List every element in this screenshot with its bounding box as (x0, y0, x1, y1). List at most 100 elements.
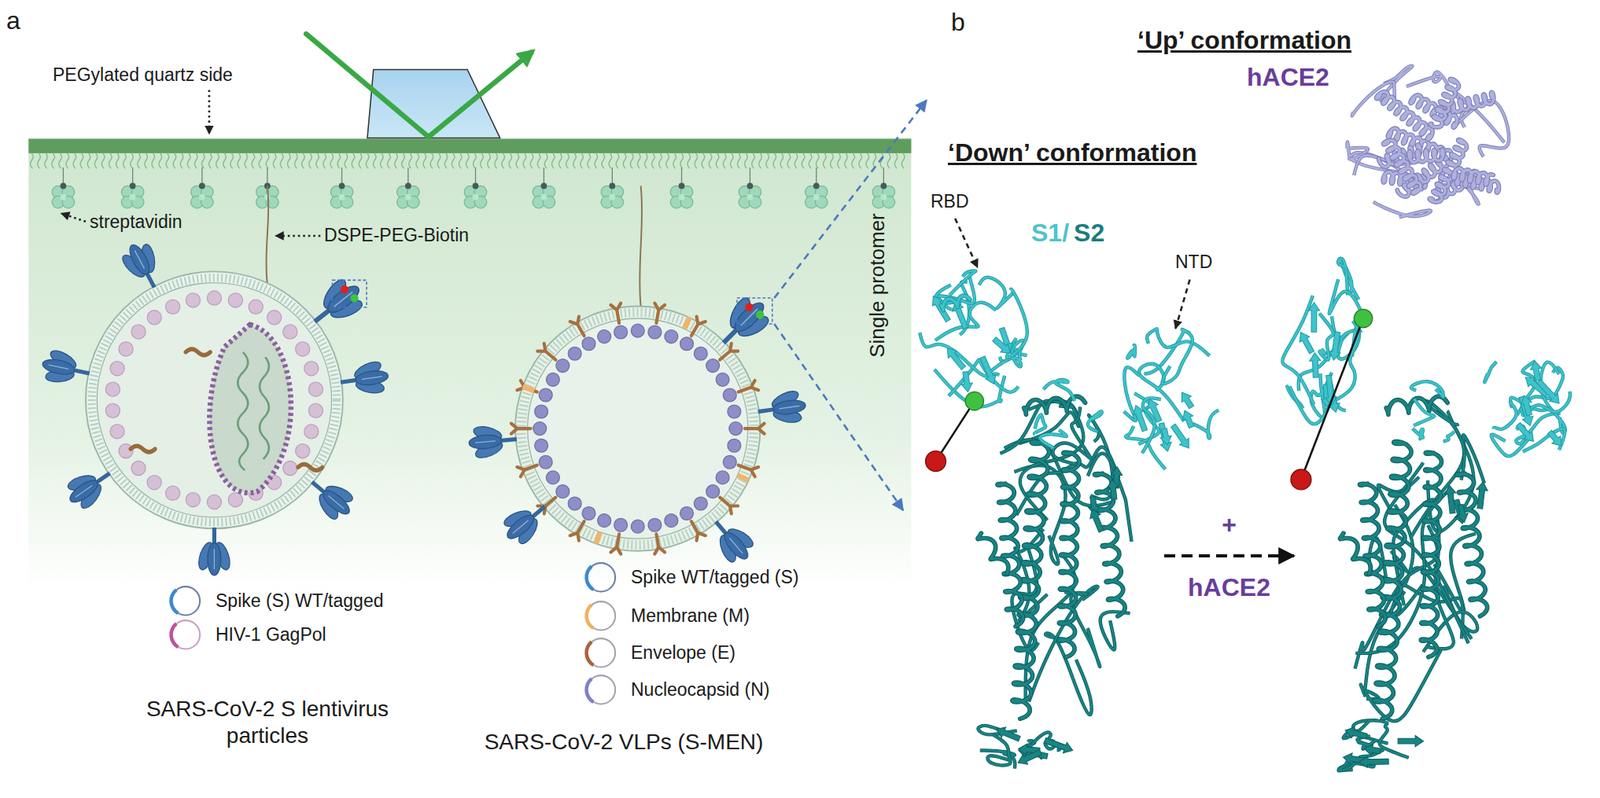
streptavidin-symbol (872, 167, 896, 209)
legend-entry: Envelope (E) (630, 642, 736, 664)
figure-part (1058, 452, 1080, 657)
figure-part (409, 153, 413, 169)
figure-part (1474, 481, 1489, 509)
figure-part (199, 194, 206, 201)
figure-part (651, 303, 665, 325)
figure-part (295, 444, 310, 459)
figure-part (615, 153, 620, 169)
figure-part (501, 153, 506, 169)
figure-part (1308, 352, 1322, 378)
figure-part (465, 153, 469, 169)
figure-part (1545, 428, 1567, 450)
figure-part (1518, 394, 1535, 417)
spike-protein (338, 357, 391, 402)
figure-part (1373, 202, 1431, 218)
figure-part (729, 422, 743, 436)
spike-protomer-structure (919, 271, 1219, 770)
part-label: RBD (930, 191, 970, 212)
figure-part (1411, 381, 1444, 398)
label-holder: S1/ (1031, 218, 1070, 248)
figure-part (936, 401, 975, 462)
figure-part (1295, 329, 1317, 355)
dye-acceptor (340, 285, 349, 294)
figure-part (304, 424, 319, 439)
spike-protein (701, 509, 761, 571)
figure-part (722, 455, 737, 469)
legend-text: Nucleocapsid (N) (630, 679, 770, 701)
figure-part (1168, 422, 1195, 452)
figure-part (706, 485, 720, 499)
spike-protein (467, 420, 519, 462)
figure-part (608, 182, 616, 189)
figure-part (977, 533, 1009, 575)
particle-caption-box: SARS-CoV-2 S lentivirus particles (129, 696, 406, 756)
figure-part (584, 640, 594, 668)
legend-text: Envelope (E) (630, 642, 736, 664)
figure-part (1406, 71, 1449, 87)
figure-part (66, 476, 102, 507)
figure-part (401, 153, 406, 169)
figure-part (207, 542, 222, 576)
label-holder: streptavidin (89, 211, 183, 233)
figure-part (1353, 309, 1372, 328)
figure-part (1039, 430, 1067, 449)
figure-part (51, 153, 56, 169)
figure-part (1329, 279, 1361, 314)
figure-part (1087, 507, 1107, 535)
spike-protomer-structure (1282, 258, 1571, 772)
figure-part (248, 299, 263, 314)
laser-in (305, 33, 429, 137)
spike-protein (59, 458, 121, 517)
laser-out (428, 51, 533, 137)
figure-part (169, 622, 179, 649)
panel-ground (28, 137, 911, 592)
figure-part (737, 153, 742, 169)
particle-caption-box: SARS-CoV-2 VLPs (S-MEN) (458, 729, 789, 763)
pointer-arrow (208, 89, 211, 134)
spike-protein (755, 387, 808, 431)
figure-part (480, 153, 484, 169)
figure-part (30, 153, 34, 169)
figure-part (304, 361, 319, 377)
figure-part (1484, 361, 1497, 383)
figure-part (1179, 408, 1197, 430)
figure-part (147, 475, 162, 491)
figure-part (451, 153, 455, 169)
conformation-arrow (1164, 554, 1295, 558)
figure-part (1383, 140, 1422, 194)
figure-part (40, 357, 76, 377)
figure-part (165, 153, 170, 169)
legend-entry: Spike WT/tagged (S) (630, 567, 799, 588)
figure-part (75, 485, 93, 498)
figure-part (866, 153, 870, 169)
figure-part (511, 423, 531, 435)
figure-part (316, 153, 320, 169)
figure-part (521, 384, 535, 394)
figure-part (773, 153, 777, 169)
figure-part (729, 538, 743, 554)
figure-part (1143, 329, 1190, 374)
figure-part (1343, 725, 1368, 742)
figure-part (1338, 258, 1348, 296)
figure-part (105, 382, 120, 397)
figure-part (151, 153, 155, 169)
figure-part (752, 153, 756, 169)
dye-acceptor (744, 303, 753, 312)
figure-part (1452, 168, 1494, 185)
figure-part (116, 153, 120, 169)
figure-part (545, 471, 560, 485)
figure-part (264, 194, 271, 201)
figure-part (541, 182, 548, 189)
figure-part (323, 153, 327, 169)
figure-part (129, 182, 137, 189)
figure-part (844, 153, 848, 169)
figure-part (747, 182, 754, 189)
figure-part (530, 153, 534, 169)
figure-part (330, 153, 334, 169)
figure-part (487, 153, 491, 169)
figure-part (165, 299, 181, 314)
figure-part (977, 533, 1009, 575)
figure-part (580, 153, 584, 169)
figure-part (730, 298, 768, 336)
